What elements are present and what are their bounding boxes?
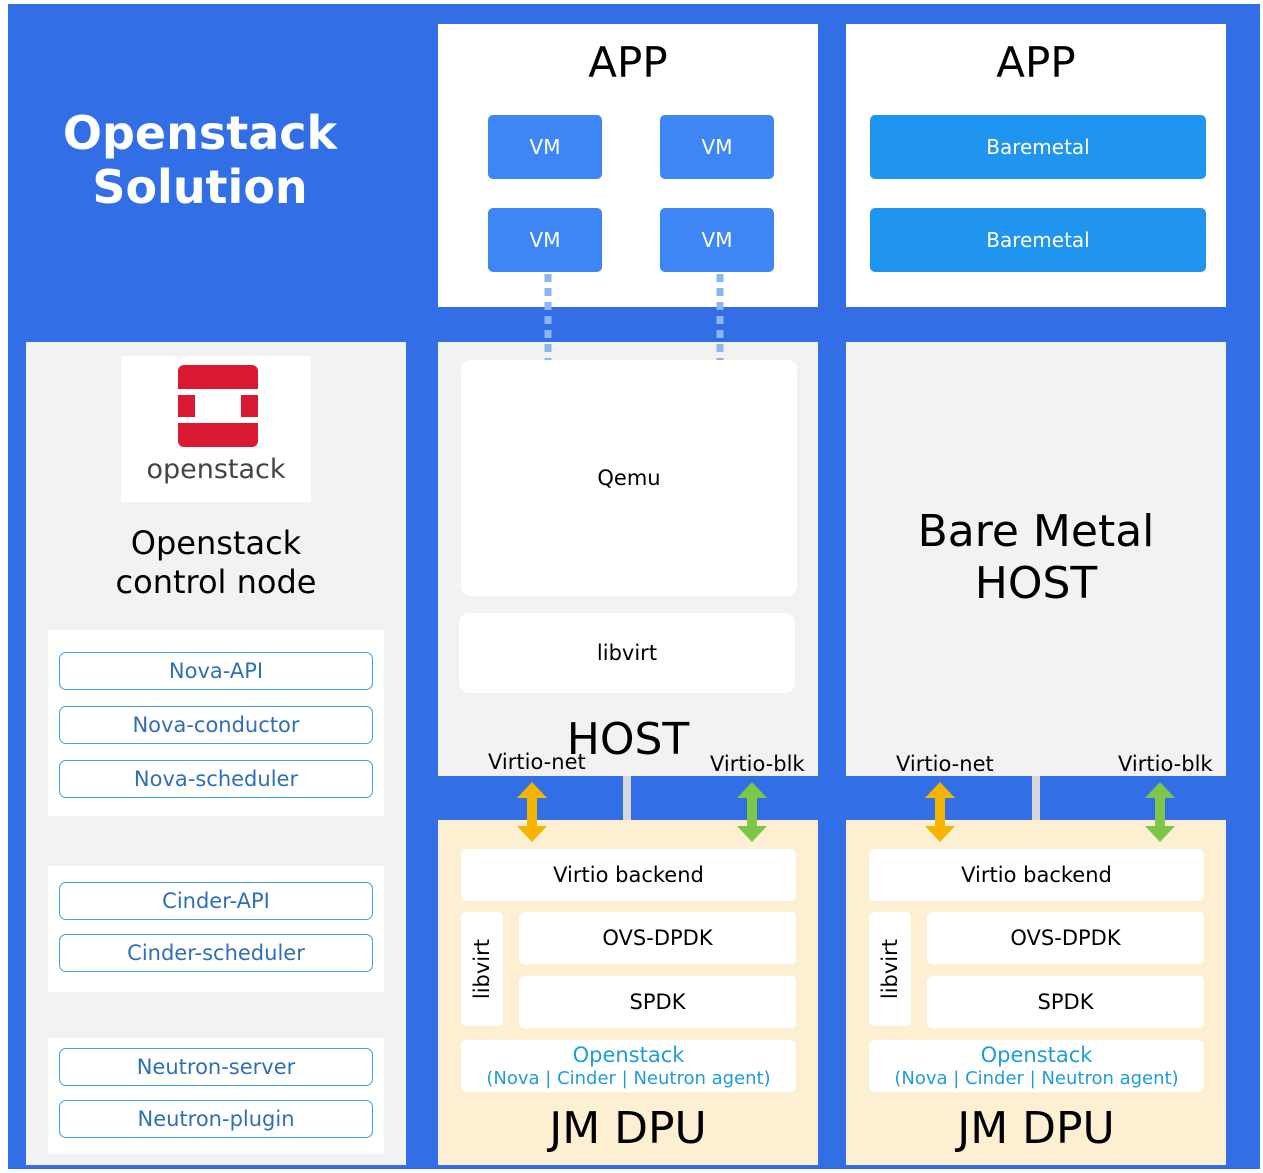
- host-panel: Qemu libvirt HOST Virtio-net Virtio-blk: [438, 342, 818, 776]
- ovs-dpdk-box: OVS-DPDK: [519, 912, 796, 964]
- dpu-panel-left: Virtio backend libvirt OVS-DPDK SPDK Ope…: [438, 820, 818, 1165]
- bare-metal-host-title-line-1: Bare Metal: [917, 506, 1155, 557]
- virtio-blk-arrow: [1145, 782, 1175, 842]
- cinder-scheduler-service: Cinder-scheduler: [59, 934, 373, 972]
- openstack-logo: openstack: [121, 356, 311, 502]
- nova-api-service: Nova-API: [59, 652, 373, 690]
- bare-metal-host-panel: Bare Metal HOST Virtio-net Virtio-blk: [846, 342, 1226, 776]
- nova-scheduler-service: Nova-scheduler: [59, 760, 373, 798]
- host-dpu-connector: [623, 776, 631, 820]
- diagram-title: Openstack Solution: [30, 106, 370, 214]
- openstack-agent-title: Openstack: [980, 1043, 1093, 1067]
- vm-box: VM: [660, 115, 774, 179]
- spdk-box: SPDK: [927, 976, 1204, 1028]
- bare-metal-host-title: Bare Metal HOST: [846, 506, 1226, 610]
- baremetal-box: Baremetal: [870, 208, 1206, 272]
- bm-dpu-connector: [1032, 776, 1040, 820]
- control-node-label-line-1: Openstack: [130, 524, 302, 562]
- host-virtio-blk-label: Virtio-blk: [710, 752, 805, 776]
- host-virtio-net-label: Virtio-net: [488, 750, 586, 774]
- app-vm-panel: APP VM VM VM VM: [438, 24, 818, 307]
- dpu-panel-right: Virtio backend libvirt OVS-DPDK SPDK Ope…: [846, 820, 1226, 1165]
- dpu-title: JM DPU: [957, 1103, 1115, 1154]
- nova-conductor-service: Nova-conductor: [59, 706, 373, 744]
- bm-virtio-blk-label: Virtio-blk: [1118, 752, 1213, 776]
- vm-box: VM: [488, 115, 602, 179]
- neutron-server-service: Neutron-server: [59, 1048, 373, 1086]
- control-node-label: Openstack control node: [26, 524, 406, 602]
- bare-metal-host-title-line-2: HOST: [974, 558, 1098, 609]
- virtio-backend-box: Virtio backend: [461, 849, 796, 901]
- dpu-libvirt-box: libvirt: [461, 912, 503, 1026]
- vm-box: VM: [660, 208, 774, 272]
- cinder-api-service: Cinder-API: [59, 882, 373, 920]
- openstack-agent-title: Openstack: [572, 1043, 685, 1067]
- virtio-net-arrow: [517, 782, 547, 842]
- baremetal-box: Baremetal: [870, 115, 1206, 179]
- spdk-box: SPDK: [519, 976, 796, 1028]
- control-node-label-line-2: control node: [115, 563, 317, 601]
- openstack-agent-list: (Nova | Cinder | Neutron agent): [894, 1068, 1179, 1089]
- openstack-agent-box: Openstack (Nova | Cinder | Neutron agent…: [869, 1040, 1204, 1092]
- title-line-1: Openstack: [62, 106, 338, 160]
- vm-box: VM: [488, 208, 602, 272]
- neutron-plugin-service: Neutron-plugin: [59, 1100, 373, 1138]
- control-node-panel: openstack Openstack control node Nova-AP…: [26, 342, 406, 1165]
- virtio-backend-box: Virtio backend: [869, 849, 1204, 901]
- title-line-2: Solution: [92, 160, 308, 214]
- openstack-logo-icon: [178, 365, 258, 447]
- dpu-libvirt-box: libvirt: [869, 912, 911, 1026]
- dpu-title: JM DPU: [549, 1103, 707, 1154]
- qemu-box: Qemu: [461, 360, 797, 596]
- app-baremetal-title: APP: [996, 38, 1076, 87]
- openstack-agent-list: (Nova | Cinder | Neutron agent): [486, 1068, 771, 1089]
- openstack-logo-text: openstack: [146, 454, 286, 485]
- openstack-agent-box: Openstack (Nova | Cinder | Neutron agent…: [461, 1040, 796, 1092]
- app-baremetal-panel: APP Baremetal Baremetal: [846, 24, 1226, 307]
- host-title: HOST: [566, 714, 690, 765]
- app-vm-title: APP: [588, 38, 668, 87]
- host-libvirt-box: libvirt: [459, 613, 795, 693]
- bm-virtio-net-label: Virtio-net: [896, 752, 994, 776]
- virtio-net-arrow: [925, 782, 955, 842]
- ovs-dpdk-box: OVS-DPDK: [927, 912, 1204, 964]
- virtio-blk-arrow: [737, 782, 767, 842]
